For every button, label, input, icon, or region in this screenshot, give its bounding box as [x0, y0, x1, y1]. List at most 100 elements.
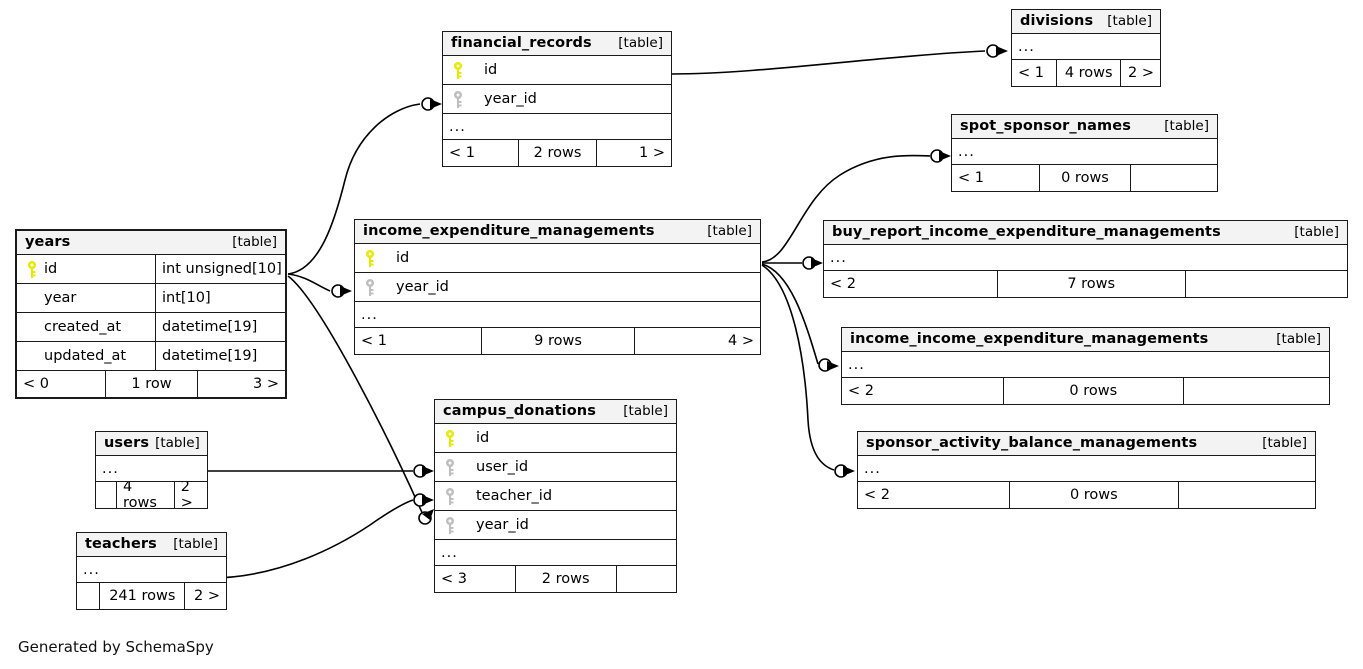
column-left: year	[17, 290, 155, 306]
more-columns-ellipsis: ...	[858, 456, 1315, 482]
column-row-created_at[interactable]: created_at datetime[19]	[17, 313, 285, 342]
table-title: income_expenditure_managements	[363, 223, 655, 239]
primary-key-icon	[361, 249, 378, 267]
table-title: divisions	[1020, 13, 1094, 29]
footer-row-count: 4 rows	[1056, 60, 1120, 86]
column-row-year_id[interactable]: year_id	[435, 511, 676, 540]
footer-next-count	[1129, 165, 1217, 191]
table-type-tag: [table]	[1294, 224, 1339, 240]
more-columns-ellipsis: ...	[355, 302, 760, 328]
table-income_income_expenditure_managements[interactable]: income_income_expenditure_managements [t…	[841, 327, 1330, 405]
column-name: teacher_id	[476, 488, 553, 504]
column-row-id[interactable]: id	[443, 56, 671, 85]
column-row-teacher_id[interactable]: teacher_id	[435, 482, 676, 511]
column-name: year_id	[484, 91, 537, 107]
footer-next-count: 4 >	[634, 328, 760, 354]
footer-row-count: 0 rows	[1002, 378, 1183, 404]
edge-marker-circle	[802, 256, 816, 270]
column-row-id[interactable]: id	[435, 424, 676, 453]
footer-prev-count: < 2	[848, 383, 874, 399]
footer-prev-count: < 3	[441, 571, 467, 587]
column-left: id	[435, 429, 676, 447]
footer-next-count: 2 >	[184, 583, 226, 609]
table-financial_records[interactable]: financial_records [table] id year_id ...…	[442, 31, 672, 167]
edge-marker-circle	[986, 44, 1000, 58]
table-type-tag: [table]	[1164, 118, 1209, 134]
footer-row-count: 0 rows	[1039, 165, 1129, 191]
column-left: id	[355, 249, 760, 267]
table-sponsor_activity_balance_managements[interactable]: sponsor_activity_balance_managements [ta…	[857, 431, 1316, 509]
foreign-key-icon	[441, 516, 458, 534]
table-income_expenditure_managements[interactable]: income_expenditure_managements [table] i…	[354, 219, 761, 355]
column-name: id	[484, 62, 498, 78]
column-type: int unsigned[10]	[155, 255, 285, 283]
edge-marker-circle	[413, 493, 427, 507]
primary-key-icon	[23, 260, 40, 278]
footer-next-count: 2 >	[173, 482, 207, 508]
more-columns-ellipsis: ...	[435, 540, 676, 566]
table-buy_report_income_expenditure_managements[interactable]: buy_report_income_expenditure_management…	[823, 220, 1348, 298]
table-header: users [table]	[96, 432, 207, 456]
table-header: teachers [table]	[77, 533, 226, 557]
table-type-tag: [table]	[1107, 13, 1152, 29]
footer-row-count: 1 row	[105, 371, 196, 397]
table-type-tag: [table]	[618, 35, 663, 51]
table-header: divisions [table]	[1012, 10, 1160, 34]
more-columns-ellipsis: ...	[96, 456, 207, 482]
more-columns-ellipsis: ...	[443, 114, 671, 140]
footer-prev-count: < 1	[1018, 65, 1044, 81]
table-title: income_income_expenditure_managements	[850, 331, 1209, 347]
table-footer: 4 rows 2 >	[96, 482, 207, 508]
column-row-year[interactable]: year int[10]	[17, 284, 285, 313]
table-divisions[interactable]: divisions [table] ... < 1 4 rows 2 >	[1011, 9, 1161, 87]
footer-row-count: 241 rows	[99, 583, 184, 609]
column-name: year_id	[396, 279, 449, 295]
table-years[interactable]: years [table] id int unsigned[10] year i…	[15, 229, 287, 399]
primary-key-icon	[449, 61, 466, 79]
table-footer: < 2 0 rows	[858, 482, 1315, 508]
column-type: datetime[19]	[155, 342, 285, 370]
table-title: campus_donations	[443, 403, 596, 419]
crows-foot-arrow	[422, 466, 434, 476]
column-name: year_id	[476, 517, 529, 533]
more-columns-ellipsis: ...	[842, 352, 1329, 378]
column-left: id	[17, 260, 155, 278]
footer-prev-count: < 1	[449, 145, 475, 161]
foreign-key-icon	[449, 90, 466, 108]
table-campus_donations[interactable]: campus_donations [table] id user_id	[434, 399, 677, 593]
table-footer: < 2 7 rows	[824, 271, 1347, 297]
foreign-key-icon	[361, 278, 378, 296]
column-name: id	[476, 430, 490, 446]
column-name: updated_at	[44, 348, 127, 364]
table-header: spot_sponsor_names [table]	[952, 115, 1217, 139]
table-type-tag: [table]	[173, 536, 218, 552]
column-row-id[interactable]: id int unsigned[10]	[17, 255, 285, 284]
crows-foot-arrow	[422, 509, 434, 520]
column-row-year_id[interactable]: year_id	[355, 273, 760, 302]
table-title: users	[104, 435, 150, 451]
column-row-updated_at[interactable]: updated_at datetime[19]	[17, 342, 285, 371]
table-spot_sponsor_names[interactable]: spot_sponsor_names [table] ... < 1 0 row…	[951, 114, 1218, 192]
column-name: created_at	[44, 319, 122, 335]
foreign-key-icon	[441, 458, 458, 476]
table-title: teachers	[85, 536, 157, 552]
column-row-id[interactable]: id	[355, 244, 760, 273]
crows-foot-arrow	[340, 286, 352, 296]
column-row-year_id[interactable]: year_id	[443, 85, 671, 114]
table-header: income_expenditure_managements [table]	[355, 220, 760, 244]
table-users[interactable]: users [table] ... 4 rows 2 >	[95, 431, 208, 509]
edge-marker-circle	[834, 464, 848, 478]
more-columns-ellipsis: ...	[77, 557, 226, 583]
footer-next-count	[1177, 482, 1315, 508]
column-row-user_id[interactable]: user_id	[435, 453, 676, 482]
table-footer: < 2 0 rows	[842, 378, 1329, 404]
footer-row-count: 7 rows	[996, 271, 1185, 297]
foreign-key-icon	[441, 487, 458, 505]
footer-row-count: 2 rows	[514, 566, 616, 592]
column-name: user_id	[476, 459, 529, 475]
footer-row-count: 9 rows	[480, 328, 635, 354]
table-teachers[interactable]: teachers [table] ... 241 rows 2 >	[76, 532, 227, 610]
edge-marker-circle	[818, 358, 832, 372]
more-columns-ellipsis: ...	[952, 139, 1217, 165]
